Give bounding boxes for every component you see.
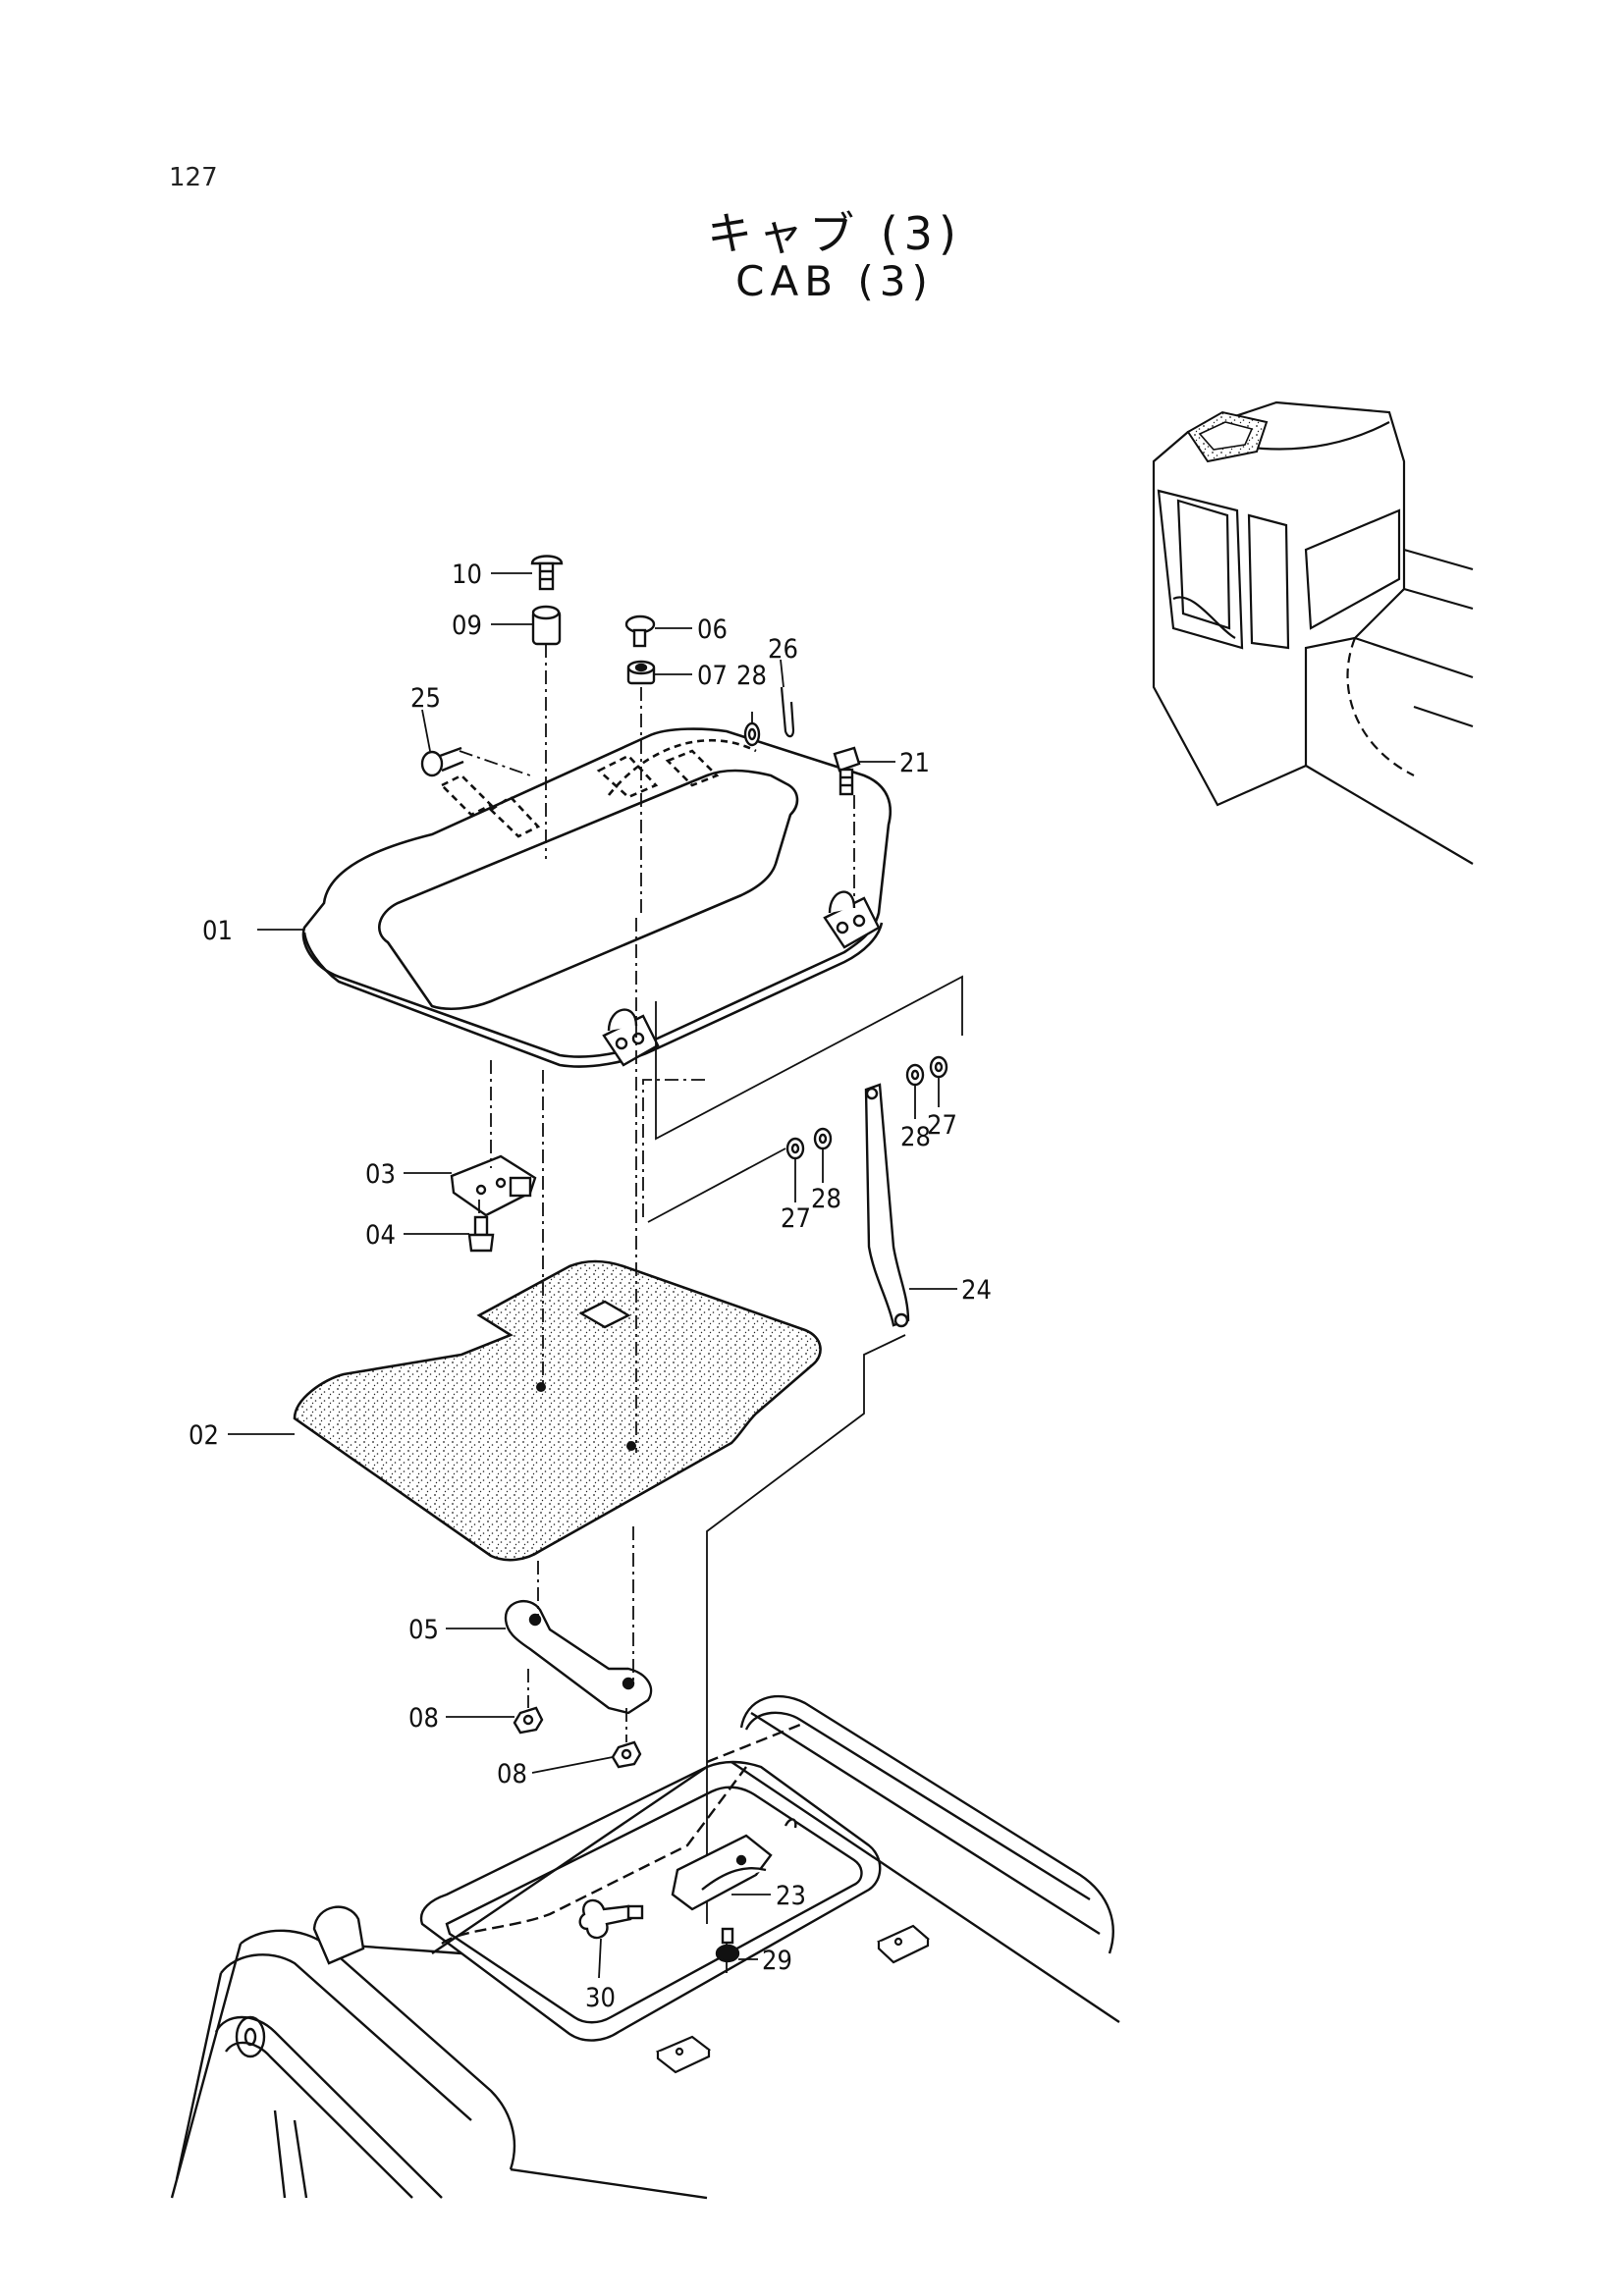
callout-21: 21: [899, 748, 930, 778]
callout-25: 25: [410, 683, 441, 714]
screw-part-06: [624, 614, 656, 648]
spacer-part-09: [531, 605, 562, 646]
roof-hatch-part-01: [301, 727, 893, 1068]
pad-blocks: [655, 1924, 930, 2074]
title-english: CAB (3): [735, 257, 934, 305]
knob-part-30: [578, 1898, 644, 1940]
callout-08-right: 08: [497, 1759, 527, 1789]
stay-routing-lines: [647, 975, 963, 1973]
pin-part-25: [420, 746, 464, 777]
callout-27-left: 27: [781, 1203, 811, 1234]
callout-24: 24: [961, 1275, 992, 1306]
stay-part-24: [864, 1083, 910, 1328]
callout-28-top: 28: [736, 661, 767, 691]
callout-labels: 10 09 06 07 26 28 25 21 01 03 04 27 28 2…: [189, 560, 992, 2013]
trim-mat-part-02: [293, 1259, 822, 1562]
callout-03: 03: [365, 1159, 396, 1190]
callout-30: 30: [585, 1983, 616, 2013]
callout-01: 01: [202, 916, 233, 946]
callout-07: 07: [697, 661, 728, 691]
cab-roof-frame: [170, 1694, 1120, 2200]
leader-lines: [228, 572, 957, 1979]
hinge-block-right: [823, 890, 881, 949]
callout-08-left: 08: [408, 1703, 439, 1734]
callout-04: 04: [365, 1220, 396, 1251]
callout-05: 05: [408, 1615, 439, 1645]
bolt-part-04: [467, 1215, 495, 1253]
callout-27-right: 27: [927, 1110, 957, 1141]
callout-26: 26: [768, 634, 798, 665]
hinge-block-front: [602, 1008, 660, 1067]
washer-part-28-top: [743, 721, 761, 747]
bolt-part-29: [715, 1927, 740, 1963]
bolt-part-21: [833, 746, 861, 796]
assembly-lines: [459, 644, 855, 1742]
callout-09: 09: [452, 611, 482, 641]
callout-28-right: 28: [900, 1122, 931, 1152]
title-japanese: キャブ (3): [707, 207, 962, 260]
latch-part-23: [671, 1818, 797, 1911]
callout-23: 23: [776, 1881, 806, 1911]
cab-overview-inset: [1152, 400, 1474, 865]
bracket-part-03: [450, 1154, 537, 1217]
callout-06: 06: [697, 614, 728, 645]
callout-29: 29: [762, 1946, 792, 1976]
snap-pin-part-26: [780, 686, 795, 738]
callout-02: 02: [189, 1420, 219, 1451]
roof-hatch-highlight: [1186, 410, 1269, 463]
handle-part-05: [504, 1599, 653, 1715]
washers-part-27-28: [785, 1055, 948, 1160]
collar-part-07: [626, 660, 656, 685]
page-number: 127: [169, 163, 218, 192]
callout-28-left: 28: [811, 1184, 841, 1214]
nut-part-08-left: [513, 1706, 544, 1735]
bolt-part-10: [530, 555, 564, 591]
nut-part-08-right: [611, 1740, 642, 1769]
callout-10: 10: [452, 560, 482, 590]
